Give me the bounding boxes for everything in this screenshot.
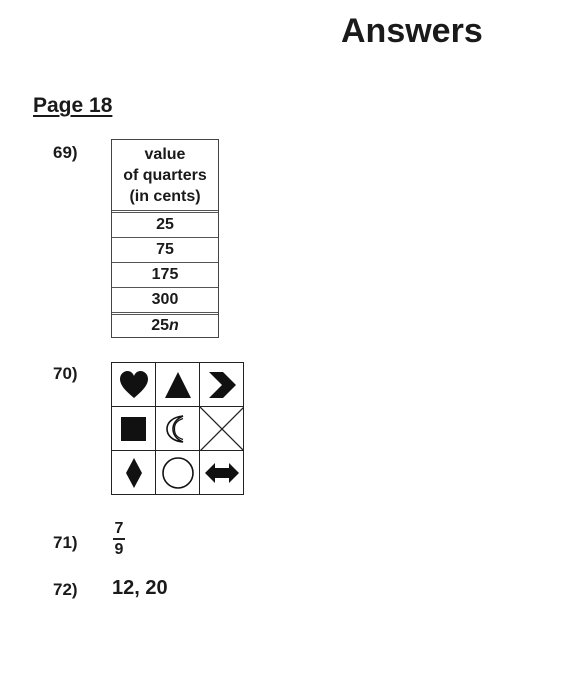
question-number-72: 72) [53, 580, 78, 599]
grid-cell [112, 451, 156, 495]
header-line: of quarters [123, 166, 207, 184]
table-row: 75 [112, 237, 218, 262]
section-heading: Page 18 [33, 94, 113, 117]
square-icon [121, 417, 146, 441]
grid-cell [156, 363, 200, 407]
grid-cell [156, 407, 200, 451]
heart-icon [120, 371, 148, 398]
fraction-denominator: 9 [114, 540, 124, 558]
double-arrow-icon [205, 463, 239, 483]
chevron-right-icon [209, 372, 236, 398]
question-number-70: 70) [53, 364, 78, 383]
fraction-bar [113, 538, 125, 540]
header-line: (in cents) [129, 187, 201, 205]
grid-cell [200, 451, 244, 495]
page-title: Answers [341, 12, 483, 50]
question-number-71: 71) [53, 533, 78, 552]
expression-variable: n [169, 317, 179, 334]
table-row: 25 [156, 216, 174, 233]
fraction-numerator: 7 [114, 520, 124, 537]
expression-coefficient: 25 [151, 317, 169, 334]
question-number-69: 69) [53, 143, 78, 162]
triangle-icon [165, 372, 191, 398]
header-line: value [144, 145, 186, 163]
fraction-answer: 7 9 [113, 520, 125, 558]
quarters-table: value of quarters (in cents) 25 75 175 3… [111, 139, 219, 338]
answer-72: 12, 20 [112, 577, 168, 599]
grid-cell [112, 407, 156, 451]
shape-grid [111, 362, 244, 495]
grid-cell [200, 407, 244, 451]
circle-icon [162, 457, 194, 489]
table-row: 300 [112, 287, 218, 312]
crescent-moon-icon [166, 415, 184, 443]
grid-cell [112, 363, 156, 407]
grid-cell [156, 451, 200, 495]
grid-cell [200, 363, 244, 407]
table-header: value of quarters (in cents) [112, 140, 218, 213]
empty-crossed-cell [200, 407, 244, 451]
diamond-icon [126, 458, 142, 488]
table-row: 175 [112, 262, 218, 287]
